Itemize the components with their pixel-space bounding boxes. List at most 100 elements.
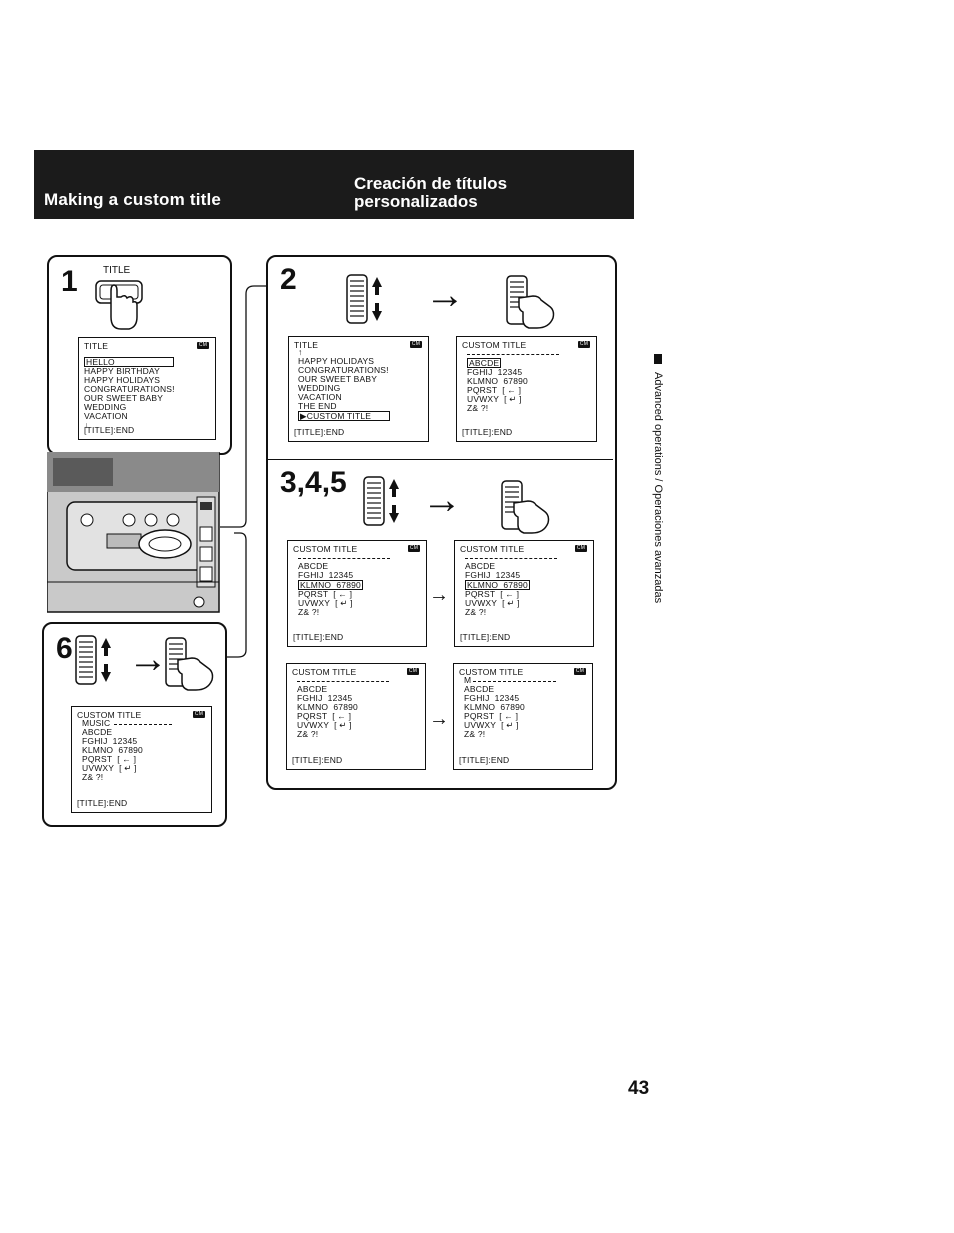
title-item[interactable]: HAPPY BIRTHDAY	[84, 366, 161, 376]
character-row-selected[interactable]: KLMNO 67890	[298, 580, 363, 590]
screen-footer: [TITLE]:END	[460, 632, 511, 642]
title-item[interactable]: HAPPY HOLIDAYS	[84, 375, 161, 385]
step345-number: 3,4,5	[280, 466, 347, 499]
character-row[interactable]: FGHIJ 12345	[465, 570, 521, 580]
camera-mode-badge: CM	[575, 545, 587, 552]
screen-title: CUSTOM TITLE	[293, 544, 358, 554]
jog-dial-turn-icon	[75, 635, 111, 685]
character-row-selected[interactable]: KLMNO 67890	[464, 702, 525, 712]
title-button-label: TITLE	[103, 265, 131, 276]
section-marker	[654, 354, 662, 364]
character-row-selected[interactable]: KLMNO 67890	[297, 702, 358, 712]
title-entry-line	[297, 681, 389, 682]
title-button-press-icon	[95, 280, 143, 330]
character-grid: ABCDE FGHIJ 12345 KLMNO 67890 PQRST [ ← …	[82, 728, 143, 782]
character-row[interactable]: FGHIJ 12345	[298, 570, 354, 580]
jog-dial-turn-icon	[346, 274, 382, 324]
title-item[interactable]: CONGRATURATIONS!	[298, 365, 389, 375]
camera-mode-badge: CM	[197, 342, 209, 349]
character-row[interactable]: KLMNO 67890	[467, 376, 528, 386]
character-row[interactable]: ABCDE	[465, 561, 496, 571]
header-title-english: Making a custom title	[44, 190, 222, 209]
step6-panel: 6 → CUSTOM TITLE CM MUSIC ABCDE FGHIJ 12…	[42, 622, 227, 827]
title-item[interactable]: THE END	[298, 401, 337, 411]
character-row-selected[interactable]: UVWXY [ ↵ ]	[82, 763, 137, 773]
connector-lines	[220, 285, 270, 658]
panel-divider	[268, 459, 613, 460]
character-row[interactable]: FGHIJ 12345	[467, 367, 523, 377]
title-item[interactable]: WEDDING	[84, 402, 127, 412]
character-row[interactable]: UVWXY [ ↵ ]	[297, 720, 352, 730]
character-row[interactable]: PQRST [ ← ]	[297, 711, 352, 721]
character-row[interactable]: ABCDE	[82, 727, 113, 737]
character-row[interactable]: FGHIJ 12345	[82, 736, 138, 746]
step1-title-menu-screen: TITLE CM HELLO HAPPY BIRTHDAY HAPPY HOLI…	[78, 337, 216, 440]
screen-footer: [TITLE]:END	[77, 798, 128, 808]
entered-title-text: M	[464, 675, 472, 685]
transition-arrow: →	[429, 708, 449, 730]
title-item[interactable]: HAPPY HOLIDAYS	[298, 356, 375, 366]
header-title-spanish-line2: personalizados	[354, 192, 478, 211]
camera-mode-badge: CM	[410, 341, 422, 348]
character-row[interactable]: FGHIJ 12345	[297, 693, 353, 703]
character-row[interactable]: FGHIJ 12345	[464, 693, 520, 703]
title-item[interactable]: VACATION	[84, 411, 128, 421]
character-row[interactable]: Z& ?!	[464, 729, 486, 739]
screen-title: CUSTOM TITLE	[460, 544, 525, 554]
title-item[interactable]: OUR SWEET BABY	[84, 393, 164, 403]
screen-title: TITLE	[84, 341, 109, 351]
step2-arrow: →	[425, 273, 465, 317]
side-caption: Advanced operations / Operaciones avanza…	[652, 372, 664, 604]
character-row[interactable]: UVWXY [ ↵ ]	[298, 598, 353, 608]
title-item[interactable]: WEDDING	[298, 383, 341, 393]
scroll-up-icon: ↑	[298, 347, 303, 357]
character-grid: ABCDE FGHIJ 12345 KLMNO 67890 PQRST [ ← …	[297, 685, 358, 739]
section-header: Making a custom title Creación de título…	[34, 150, 634, 219]
character-row[interactable]: PQRST [ ← ]	[464, 711, 519, 721]
entered-title-text: MUSIC	[82, 718, 111, 728]
jog-dial-press-icon	[165, 637, 214, 691]
character-row[interactable]: ABCDE	[297, 684, 328, 694]
screen-title: CUSTOM TITLE	[462, 340, 527, 350]
character-row[interactable]: PQRST [ ← ]	[82, 754, 137, 764]
character-row[interactable]: PQRST [ ← ]	[465, 589, 520, 599]
screen-title: TITLE	[294, 340, 319, 350]
character-row[interactable]: UVWXY [ ↵ ]	[467, 394, 522, 404]
title-item-selected[interactable]: HELLO	[84, 357, 175, 367]
transition-arrow: →	[429, 584, 449, 606]
screen-footer: [TITLE]:END	[294, 427, 345, 437]
character-row[interactable]: ABCDE	[298, 561, 329, 571]
character-grid: ABCDE FGHIJ 12345 KLMNO 67890 PQRST [ ← …	[298, 562, 363, 617]
character-row-selected[interactable]: KLMNO 67890	[465, 580, 530, 590]
title-item[interactable]: CONGRATURATIONS!	[84, 384, 175, 394]
step345-arrow: →	[422, 478, 462, 522]
custom-title-screen-c: CUSTOM TITLE CM ABCDE FGHIJ 12345 KLMNO …	[286, 663, 426, 770]
screen-title: CUSTOM TITLE	[459, 667, 524, 677]
character-row[interactable]: Z& ?!	[467, 403, 489, 413]
jog-dial-turn-icon	[363, 476, 399, 526]
header-title-spanish-line1: Creación de títulos	[354, 174, 508, 193]
title-item[interactable]: OUR SWEET BABY	[298, 374, 378, 384]
character-grid: ABCDE FGHIJ 12345 KLMNO 67890 PQRST [ ← …	[464, 685, 525, 739]
character-row[interactable]: Z& ?!	[465, 607, 487, 617]
title-item[interactable]: VACATION	[298, 392, 342, 402]
title-item-selected[interactable]: ▶CUSTOM TITLE	[298, 411, 390, 421]
character-row[interactable]: Z& ?!	[82, 772, 104, 782]
title-list: ↑ HAPPY HOLIDAYS CONGRATURATIONS! OUR SW…	[298, 348, 390, 421]
character-row[interactable]: UVWXY [ ↵ ]	[464, 720, 519, 730]
camera-mode-badge: CM	[574, 668, 586, 675]
step2-number: 2	[280, 263, 297, 296]
screen-footer: [TITLE]:END	[459, 755, 510, 765]
step1-panel: 1 TITLE TITLE CM HELLO HAPPY BIRTHDAY HA…	[47, 255, 232, 455]
character-row[interactable]: UVWXY [ ↵ ]	[465, 598, 520, 608]
custom-title-screen-d: CUSTOM TITLE CM M ABCDE FGHIJ 12345 KLMN…	[453, 663, 593, 770]
character-row[interactable]: Z& ?!	[297, 729, 319, 739]
character-row[interactable]: Z& ?!	[298, 607, 320, 617]
camcorder-illustration	[47, 452, 220, 613]
character-row-selected[interactable]: ABCDE	[467, 358, 502, 368]
character-row[interactable]: PQRST [ ← ]	[298, 589, 353, 599]
step6-arrow: →	[128, 637, 168, 681]
character-row[interactable]: ABCDE	[464, 684, 495, 694]
character-row[interactable]: KLMNO 67890	[82, 745, 143, 755]
character-row[interactable]: PQRST [ ← ]	[467, 385, 522, 395]
